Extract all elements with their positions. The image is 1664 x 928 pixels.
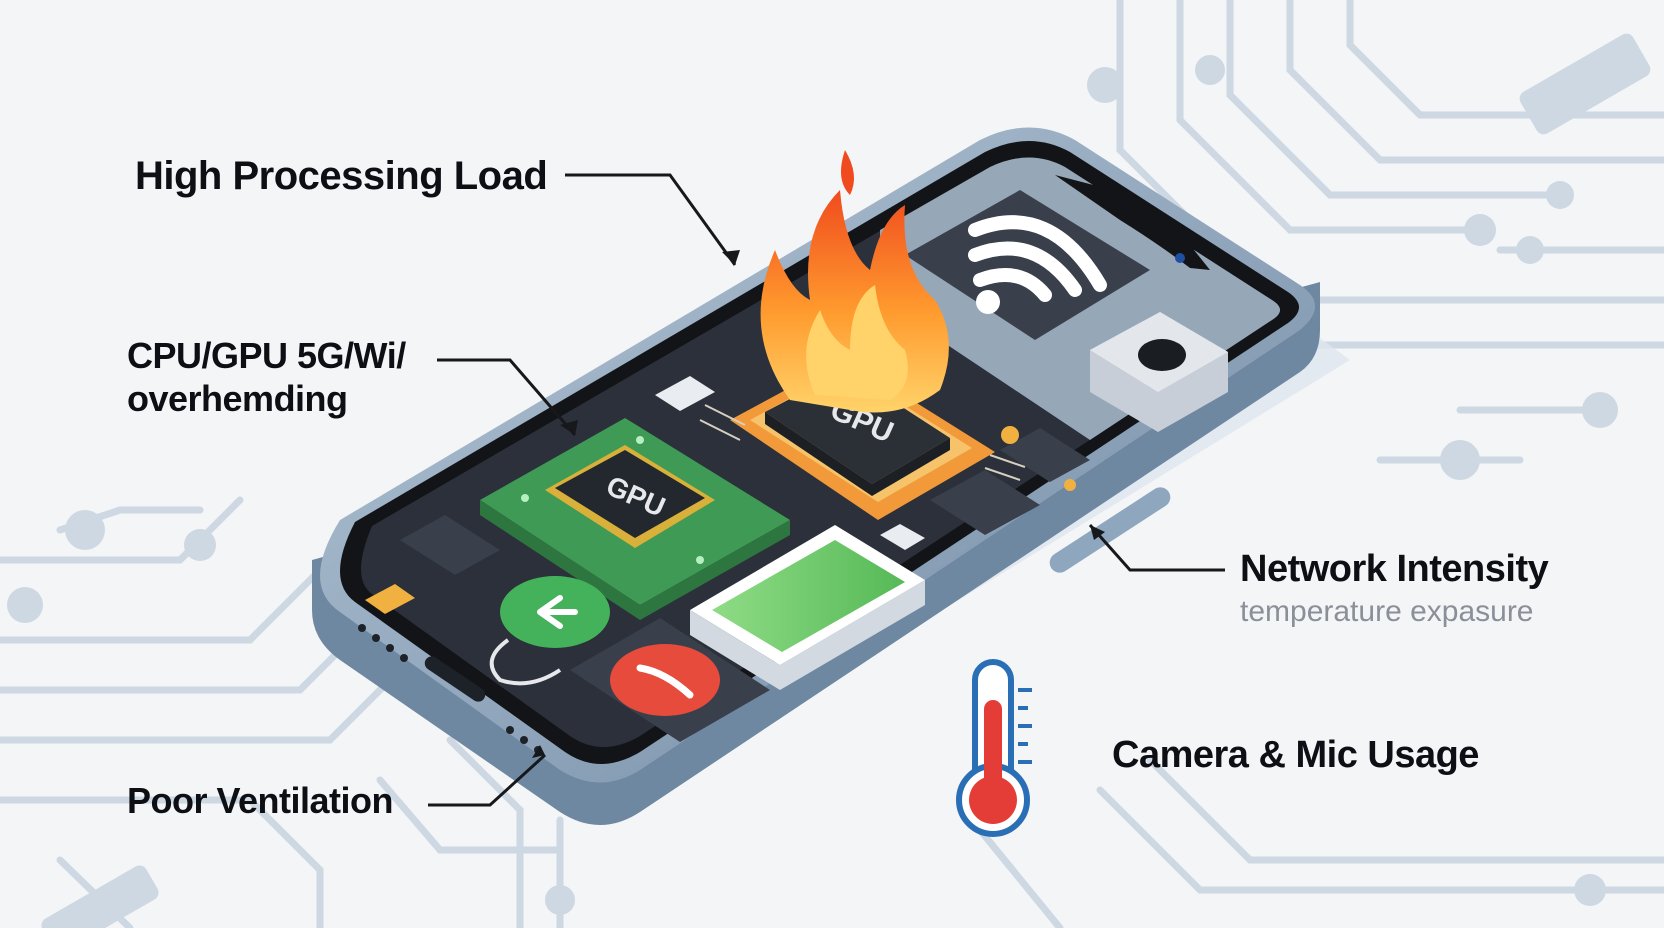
thermometer-icon [956, 659, 1032, 837]
leader-lines [428, 173, 1225, 807]
label-cpu-gpu-line1: CPU/GPU 5G/Wi/ [127, 335, 406, 376]
leader-arrowheads [532, 250, 1105, 758]
camera-icon [1090, 312, 1228, 432]
leader-network [1088, 524, 1225, 572]
circuit-pads [7, 33, 1651, 928]
leader-cpu-gpu [437, 358, 577, 436]
leader-high-processing [565, 173, 737, 266]
battery-icon [690, 524, 925, 690]
label-poor-ventilation: Poor Ventilation [127, 780, 394, 821]
label-cpu-gpu-line2: overhemding [127, 378, 348, 419]
label-camera-mic-usage: Camera & Mic Usage [1112, 734, 1479, 776]
label-network-sub: temperature expasure [1240, 595, 1534, 628]
label-network-intensity: Network Intensity [1240, 548, 1549, 590]
small-components [365, 376, 1090, 614]
label-high-processing-load: High Processing Load [135, 154, 548, 198]
wifi-icon [905, 190, 1150, 340]
cpu-board: GPU [480, 418, 790, 620]
phone-call-icon [570, 618, 770, 742]
leader-poor-ventilation [428, 753, 547, 807]
accept-call-icon [489, 576, 610, 686]
flame-icon [760, 150, 949, 413]
